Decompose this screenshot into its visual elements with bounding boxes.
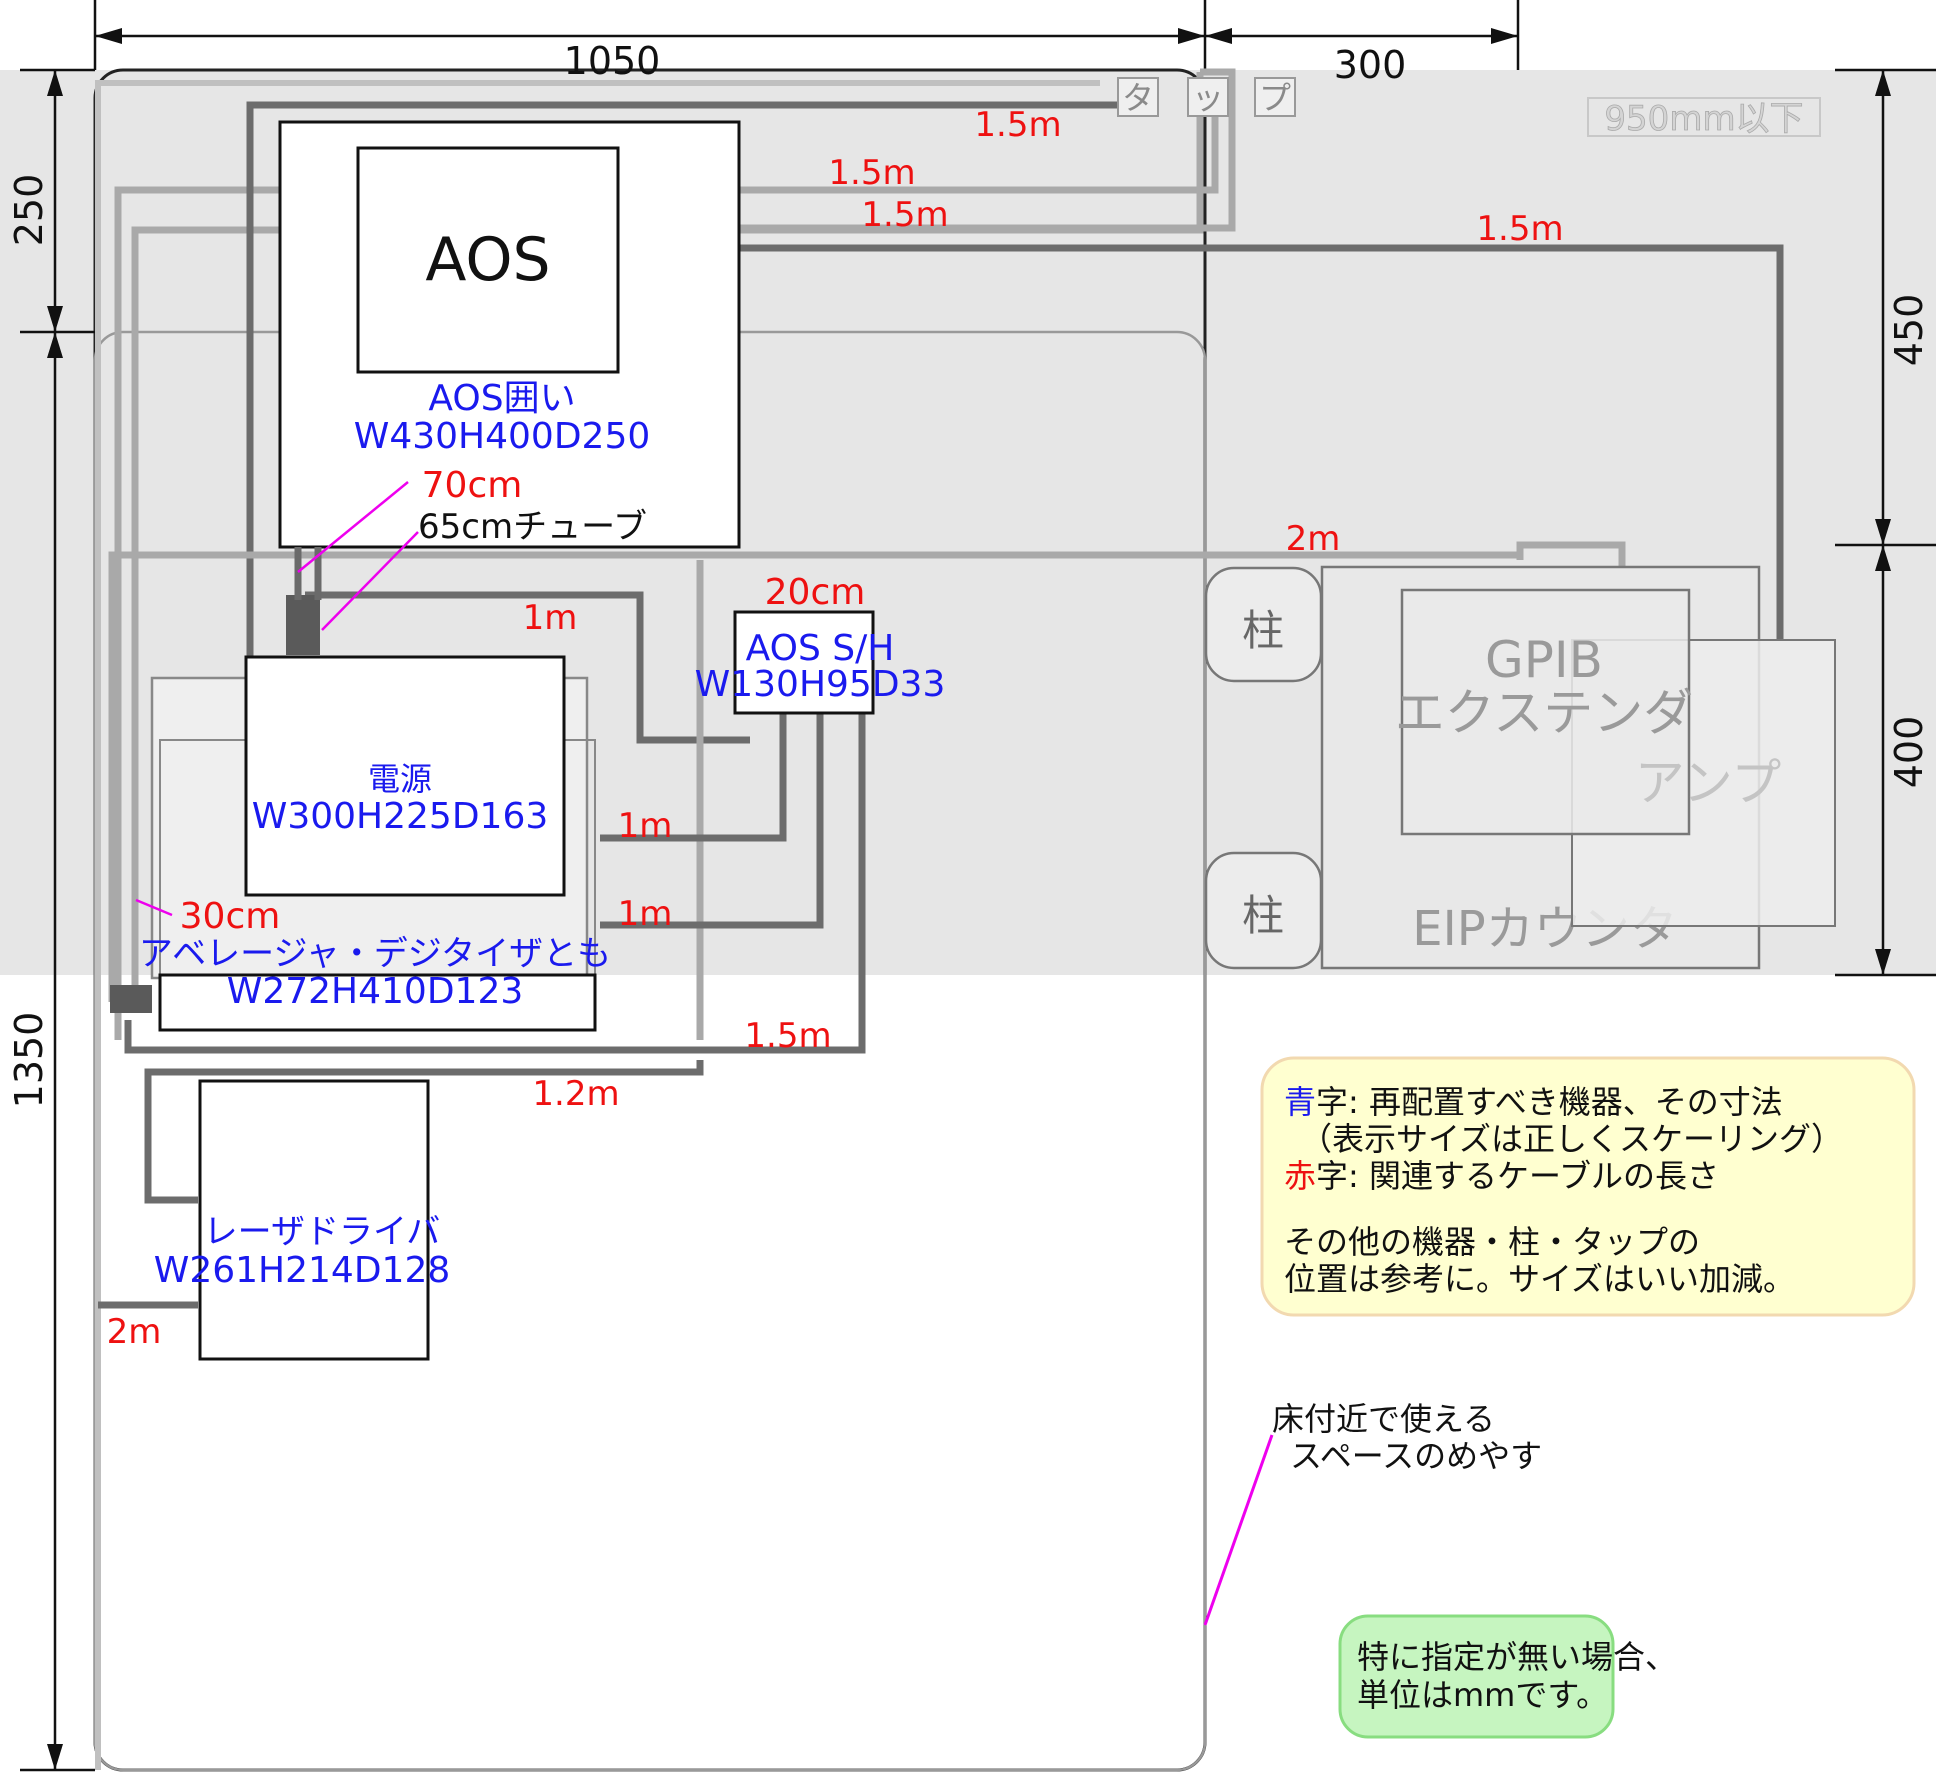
aos-sh-name: AOS S/H — [746, 628, 895, 669]
gpib-label-line1: GPIB — [1485, 631, 1603, 689]
aos-sh-size: W130H95D33 — [695, 664, 946, 705]
cable-length-5: 2m — [1286, 519, 1341, 559]
cable-length-12: 1.5m — [744, 1016, 831, 1056]
cable-length-14: 2m — [107, 1312, 162, 1352]
leader-tube — [321, 531, 419, 631]
power-tap: タ ッ プ — [1117, 77, 1296, 117]
aos-enclosure-name: AOS囲い — [428, 378, 575, 419]
tap-char-3: プ — [1259, 79, 1291, 117]
cable-length-13: 1.2m — [532, 1074, 619, 1114]
power-supply-box — [244, 655, 566, 897]
laser-driver-box — [198, 1079, 430, 1361]
cable-length-9: 1m — [618, 806, 673, 846]
pillar-upper-label: 柱 — [1242, 606, 1284, 655]
cable-length-2: 1.5m — [828, 153, 915, 193]
leader-30cm — [135, 898, 173, 917]
averager-name: アベレージャ・デジタイザとも — [139, 934, 611, 974]
dim-top-width: 1050 — [564, 39, 661, 83]
leader-floor-note — [1203, 1434, 1274, 1626]
leader-70cm — [297, 481, 409, 573]
tap-socket-1 — [1117, 77, 1159, 117]
gpib-label-line2: エクステンダ — [1395, 684, 1694, 742]
floor-note-line2: スペースのめやす — [1290, 1437, 1542, 1475]
unit-note-line2: 単位はmmです。 — [1357, 1676, 1608, 1714]
cable-length-11: 1m — [618, 894, 673, 934]
power-supply-size: W300H225D163 — [252, 796, 549, 837]
averager-size: W272H410D123 — [227, 971, 524, 1012]
aos-label: AOS — [425, 225, 550, 295]
tube-label: 65cmチューブ — [418, 507, 647, 547]
dimension-lines — [20, 0, 1936, 1772]
unit-note-box — [1338, 1614, 1615, 1739]
averager-front-box — [158, 973, 597, 1032]
amp-label: アンプ — [1635, 754, 1782, 812]
tap-socket-2 — [1187, 77, 1229, 117]
cable-length-8: 20cm — [765, 572, 866, 613]
cable-length-1: 1.5m — [974, 105, 1061, 145]
legend-red-key: 赤 — [1284, 1157, 1316, 1195]
height-limit-box — [1587, 97, 1821, 137]
legend-line-red: 赤字: 関連するケーブルの長さ — [1284, 1157, 1719, 1195]
laser-driver-name: レーザドライバ — [204, 1212, 441, 1252]
legend-box — [1260, 1056, 1916, 1317]
dim-right-upper: 450 — [1887, 294, 1931, 367]
tap-char-1: タ — [1122, 79, 1154, 117]
aos-box — [356, 146, 620, 374]
floor-note-line1: 床付近で使える — [1272, 1400, 1495, 1438]
pillar-lower-label: 柱 — [1242, 891, 1284, 940]
dim-top-right: 300 — [1334, 43, 1407, 87]
height-limit-label: 950mm以下 — [1604, 99, 1803, 139]
laser-driver-size: W261H214D128 — [154, 1250, 451, 1291]
aos-sh-box — [733, 610, 875, 715]
tap-char-2: ッ — [1192, 79, 1224, 117]
dim-right-lower: 400 — [1887, 716, 1931, 789]
unit-note-line1: 特に指定が無い場合、 — [1357, 1638, 1677, 1676]
cable-length-3: 1.5m — [861, 195, 948, 235]
power-supply-name: 電源 — [368, 760, 432, 798]
legend-blue-text2: （表示サイズは正しくスケーリング） — [1300, 1120, 1843, 1158]
dim-left-lower: 1350 — [7, 1012, 51, 1109]
legend-line-blue: 青字: 再配置すべき機器、その寸法 — [1284, 1083, 1783, 1121]
cable-length-4: 1.5m — [1476, 209, 1563, 249]
tap-socket-3 — [1254, 77, 1296, 117]
gpib-extender-box — [1400, 588, 1691, 836]
dim-left-upper: 250 — [7, 174, 51, 247]
legend-blue-text: 字: 再配置すべき機器、その寸法 — [1316, 1083, 1783, 1121]
legend-red-text: 字: 関連するケーブルの長さ — [1316, 1157, 1719, 1195]
legend-note-1: その他の機器・柱・タップの — [1284, 1223, 1700, 1261]
legend-note-2: 位置は参考に。サイズはいい加減。 — [1284, 1260, 1795, 1298]
cable-length-10: 30cm — [180, 896, 281, 937]
legend-blue-key: 青 — [1284, 1083, 1316, 1121]
aos-enclosure-size: W430H400D250 — [354, 416, 651, 457]
cable-length-7: 1m — [523, 598, 578, 638]
cable-length-6: 70cm — [422, 465, 523, 506]
